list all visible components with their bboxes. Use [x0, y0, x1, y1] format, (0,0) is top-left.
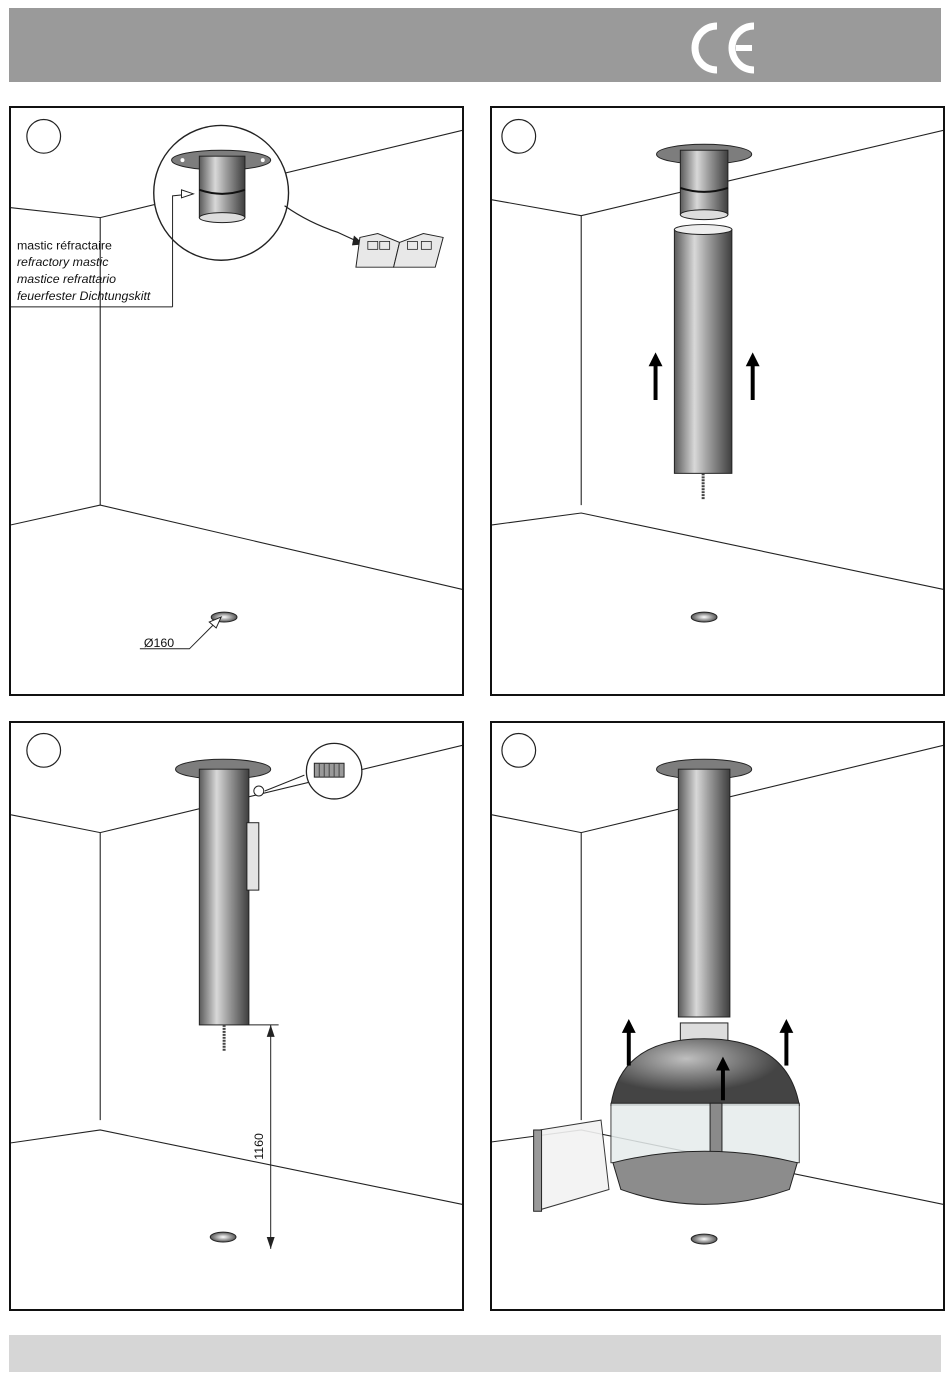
step-1-illustration: mastic réfractaire refractory mastic mas…: [11, 108, 462, 694]
panel-step-2: [490, 106, 945, 696]
label-mastic-de: feuerfester Dichtungskitt: [17, 289, 151, 303]
step-2-illustration: [492, 108, 943, 694]
arrow-up-icon: [746, 352, 760, 400]
step-number-circle: [27, 734, 61, 768]
arrow-up-icon: [779, 1019, 793, 1066]
step-4-illustration: [492, 723, 943, 1309]
label-mastic-it: mastice refrattario: [17, 272, 116, 286]
arrow-up-icon: [649, 352, 663, 400]
step-number-circle: [27, 119, 61, 153]
step-number-circle: [502, 734, 536, 768]
screw-icon: [314, 763, 344, 777]
step-number-circle: [502, 119, 536, 153]
ce-mark-icon: [684, 18, 760, 78]
header-bar: [9, 8, 941, 82]
panel-step-4: [490, 721, 945, 1311]
step-3-illustration: 1160: [11, 723, 462, 1309]
label-mastic-fr: mastic réfractaire: [17, 238, 112, 252]
label-diameter: Ø160: [144, 636, 174, 650]
panel-step-1: mastic réfractaire refractory mastic mas…: [9, 106, 464, 696]
arrow-up-icon: [622, 1019, 636, 1066]
label-mastic-en: refractory mastic: [17, 255, 109, 269]
footer-bar: [9, 1335, 941, 1372]
label-dimension: 1160: [252, 1133, 266, 1160]
panel-step-3: 1160: [9, 721, 464, 1311]
manual-book-icon: [356, 233, 443, 267]
